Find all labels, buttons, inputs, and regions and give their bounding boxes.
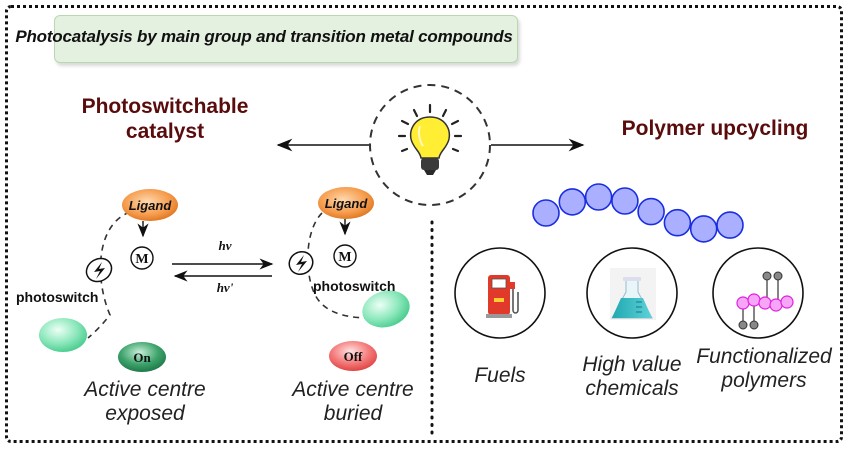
metal-centre-off — [333, 244, 357, 268]
polymer-bead — [689, 215, 718, 243]
product-fuels-line1: Fuels — [474, 364, 526, 387]
left-heading-line2: catalyst — [125, 120, 205, 143]
polymer-bead — [584, 183, 613, 211]
product-chemicals-line2: chemicals — [585, 377, 679, 400]
caption-off-line2: buried — [323, 402, 383, 425]
polymer-bead — [637, 197, 665, 226]
caption-off: Active centre buried — [258, 378, 448, 426]
diagram-frame — [5, 5, 843, 443]
left-heading: Photoswitchable catalyst — [60, 94, 270, 144]
right-heading: Polymer upcycling — [621, 117, 809, 140]
fuel-pump-icon — [486, 275, 519, 318]
polymer-chain — [532, 183, 744, 243]
ligand-label-off: Ligand — [325, 196, 369, 211]
catalyst-state-off: Ligand M Off — [288, 187, 410, 371]
product-polymers-label: Functionalized polymers — [684, 345, 844, 393]
diagram-title: Photocatalysis by main group and transit… — [15, 27, 513, 46]
caption-on: Active centre exposed — [50, 378, 240, 426]
ligand-shape-on — [122, 189, 178, 221]
on-badge — [118, 342, 166, 372]
ligand-label-on: Ligand — [129, 198, 173, 213]
caption-off-line1: Active centre — [292, 378, 414, 401]
catalyst-state-on: Ligand M On — [39, 189, 178, 372]
product-polymers-line2: polymers — [721, 369, 807, 392]
metal-label-off: M — [338, 250, 351, 265]
on-badge-label: On — [133, 350, 151, 365]
active-centre-blob-off — [362, 290, 410, 328]
polymer-bead — [558, 188, 587, 216]
product-polymers-line1: Functionalized — [696, 345, 832, 368]
metal-centre-on — [130, 246, 154, 270]
product-chemicals-label: High value chemicals — [552, 353, 712, 401]
off-badge — [329, 341, 377, 371]
left-heading-line1: Photoswitchable — [81, 95, 249, 118]
forward-light-label: hv — [219, 238, 232, 253]
reverse-light-label: hv' — [217, 280, 234, 295]
functionalized-polymer-icon — [736, 271, 794, 330]
title-banner — [34, 15, 518, 63]
product-fuels-label: Fuels — [430, 364, 570, 388]
photoswitch-label-off: photoswitch — [313, 278, 396, 294]
functionalized-polymers-circle — [712, 247, 804, 339]
light-circle — [369, 84, 491, 206]
caption-on-line2: exposed — [105, 402, 185, 425]
light-bulb-icon — [397, 103, 463, 175]
polymer-bead — [532, 199, 560, 227]
equilibrium-arrows: hv hv' — [172, 238, 274, 295]
polymer-bead — [716, 211, 744, 239]
ligand-shape-off — [318, 187, 374, 219]
product-chemicals-line1: High value — [582, 353, 682, 376]
caption-on-line1: Active centre — [84, 378, 206, 401]
active-centre-blob-on — [39, 318, 87, 352]
photoswitch-label-on: photoswitch — [16, 289, 99, 305]
off-badge-label: Off — [344, 349, 363, 364]
polymer-bead — [663, 208, 692, 237]
flask-icon — [610, 268, 656, 320]
metal-label-on: M — [135, 252, 148, 267]
polymer-bead — [611, 187, 639, 215]
